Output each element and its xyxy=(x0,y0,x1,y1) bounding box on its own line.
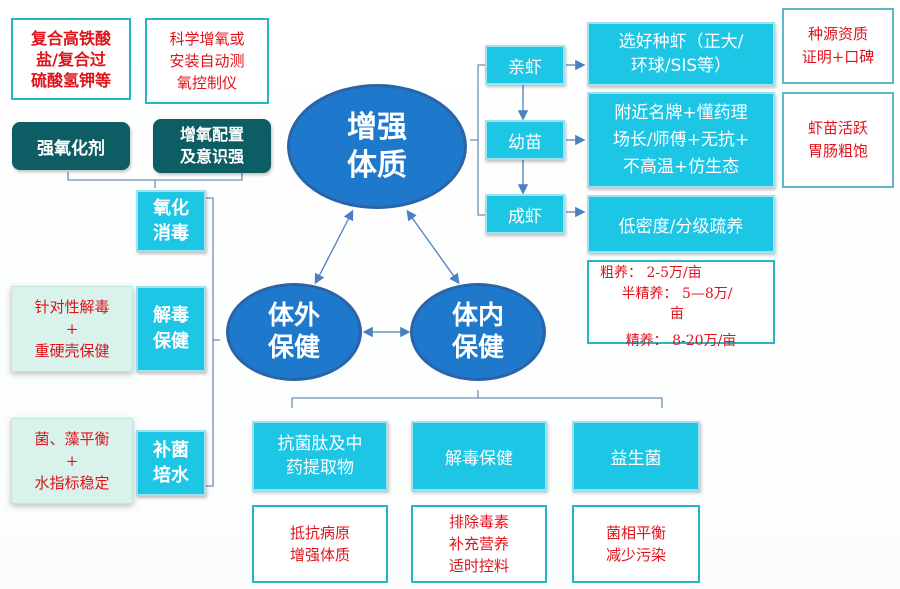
internal-care-circle: 体内 保健 xyxy=(410,283,546,381)
stage-adult-shrimp: 成虾 xyxy=(485,194,565,234)
source-cert-box: 种源资质 证明+口碑 xyxy=(782,8,894,84)
stage-parent-shrimp: 亲虾 xyxy=(485,45,565,85)
bottom-detox-box: 解毒保健 xyxy=(411,421,547,491)
peptide-note-box: 抵抗病原 增强体质 xyxy=(252,505,388,583)
external-care-circle: 体外 保健 xyxy=(226,283,362,381)
peptide-herbal-box: 抗菌肽及中 药提取物 xyxy=(252,421,388,491)
juvenile-note-box: 附近名牌+懂药理 场长/师傅+无抗+ 不高温+仿生态 xyxy=(587,92,775,188)
detox-health-box: 解毒 保健 xyxy=(136,286,206,372)
fry-active-box: 虾苗活跃 胃肠粗饱 xyxy=(782,92,894,188)
brace-top-left xyxy=(67,172,243,188)
brace-left xyxy=(205,197,220,487)
stage-juvenile: 幼苗 xyxy=(485,120,565,160)
brace-right xyxy=(470,64,487,216)
detox-note-bottom-box: 排除毒素 补充营养 适时控料 xyxy=(411,505,547,583)
density-fine: 精养： 8-20万/亩 xyxy=(625,333,737,349)
probiotic-note-box: 菌相平衡 减少污染 xyxy=(572,505,700,583)
oxidize-disinfect-box: 氧化 消毒 xyxy=(136,190,206,252)
stocking-density-box xyxy=(587,260,775,344)
replenish-bacteria-box: 补菌 培水 xyxy=(136,430,206,496)
oxidant-box: 强氧化剂 xyxy=(12,122,130,170)
aeration-config-box: 增氧配置 及意识强 xyxy=(153,119,271,173)
detox-note-box: 针对性解毒 + 重硬壳保健 xyxy=(11,286,133,372)
density-rough: 粗养： 2-5万/亩 xyxy=(600,265,702,281)
chem-agents-box: 复合高铁酸 盐/复合过 硫酸氢钾等 xyxy=(11,18,131,100)
probiotic-box: 益生菌 xyxy=(572,421,700,491)
strengthen-circle: 增强 体质 xyxy=(287,84,467,209)
parent-note-box: 选好种虾（正大/ 环球/SIS等） xyxy=(587,22,775,86)
adult-note-box: 低密度/分级疏养 xyxy=(587,195,775,253)
brace-bottom xyxy=(291,390,663,408)
density-semi: 半精养： 5—8万/ 亩 xyxy=(621,286,733,322)
balance-note-box: 菌、藻平衡 + 水指标稳定 xyxy=(11,418,133,504)
aeration-box: 科学增氧或 安装自动测 氧控制仪 xyxy=(145,18,269,104)
